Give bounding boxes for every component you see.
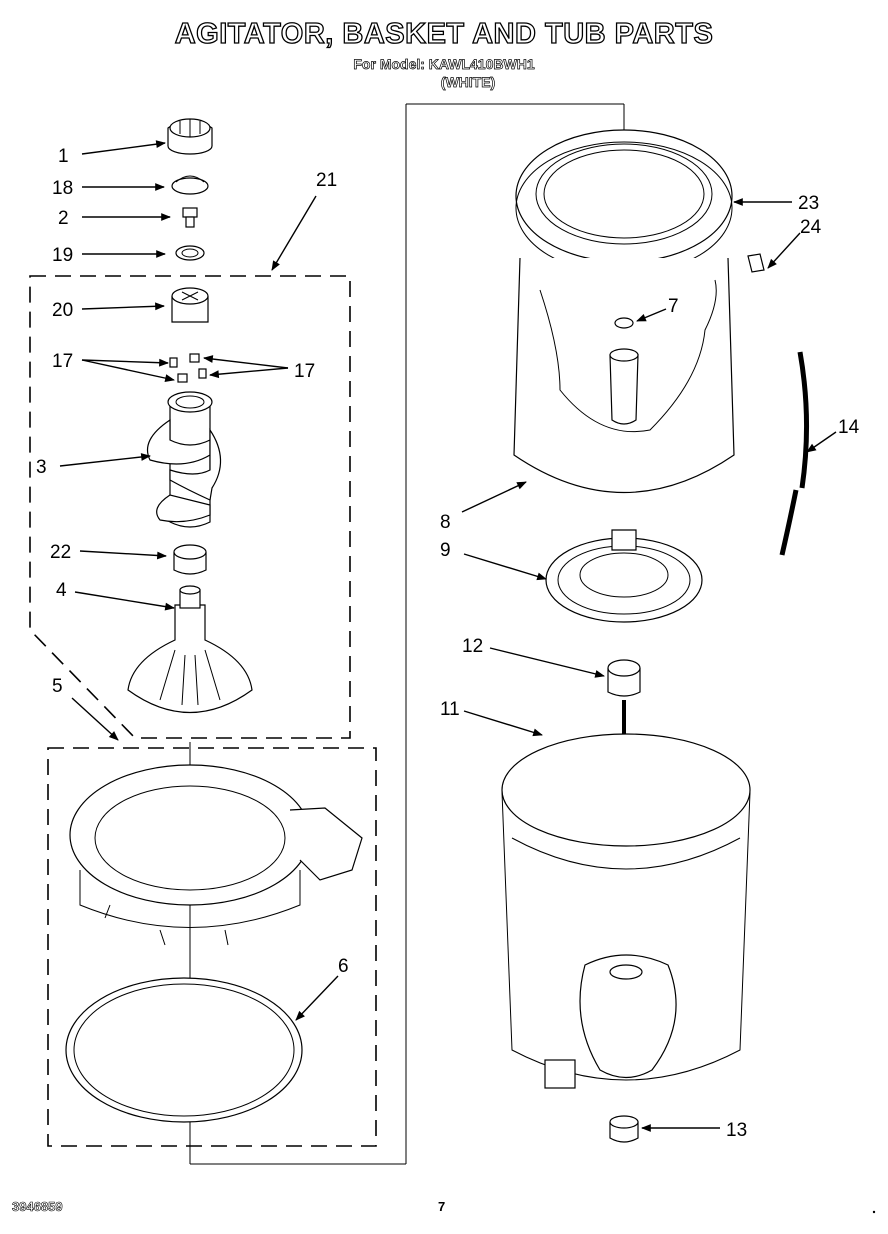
callout-11: 11 — [440, 699, 460, 720]
agitator-base-part — [127, 585, 253, 714]
page-number: 7 — [438, 1199, 446, 1214]
agitator-auger-part — [146, 391, 222, 528]
group-boundary-21 — [29, 275, 351, 739]
agitator-dogs-part — [169, 353, 207, 383]
tub-seal-part — [545, 529, 703, 623]
page-title: AGITATOR, BASKET AND TUB PARTS — [174, 17, 714, 50]
callout-22: 22 — [50, 542, 71, 563]
callout-20: 20 — [52, 300, 73, 321]
basket-part — [513, 257, 735, 494]
callout-6: 6 — [338, 956, 349, 977]
callout-3: 3 — [36, 457, 47, 478]
outer-tub-part — [501, 733, 751, 1089]
callout-24: 24 — [800, 217, 822, 238]
agitator-cap-part — [167, 118, 213, 155]
callout-14: 14 — [838, 417, 860, 438]
callout-2: 2 — [58, 208, 69, 229]
drain-plug-part — [609, 1115, 639, 1143]
callout-1: 1 — [58, 146, 69, 167]
callout-19: 19 — [52, 245, 73, 266]
callout-9: 9 — [440, 540, 451, 561]
model-line: For Model: KAWL410BWH1 — [353, 56, 535, 73]
clip-part — [747, 253, 765, 273]
washer-part — [175, 245, 205, 261]
group-boundary-5-6 — [47, 747, 377, 1147]
retaining-band-part — [65, 977, 303, 1123]
drive-bell-part — [173, 544, 207, 575]
hose-part — [779, 351, 810, 556]
callout-8: 8 — [440, 512, 451, 533]
callout-12: 12 — [462, 636, 483, 657]
callout-23: 23 — [798, 193, 819, 214]
callout-5: 5 — [52, 676, 63, 697]
cap-seal-part — [171, 175, 209, 195]
bolt-part — [182, 207, 198, 228]
color-line: (WHITE) — [440, 74, 496, 91]
balance-ring-part — [69, 764, 363, 946]
callout-4: 4 — [56, 580, 67, 601]
tub-ring-part — [515, 129, 733, 275]
callout-21: 21 — [316, 170, 337, 191]
document-number: 3946859 — [12, 1199, 63, 1215]
callout-7: 7 — [668, 296, 679, 317]
bearing-part — [607, 659, 641, 697]
callout-17: 17 — [294, 361, 315, 382]
callout-17: 17 — [52, 351, 73, 372]
cam-part — [171, 287, 209, 323]
callout-18: 18 — [52, 178, 73, 199]
callout-13: 13 — [726, 1120, 747, 1141]
